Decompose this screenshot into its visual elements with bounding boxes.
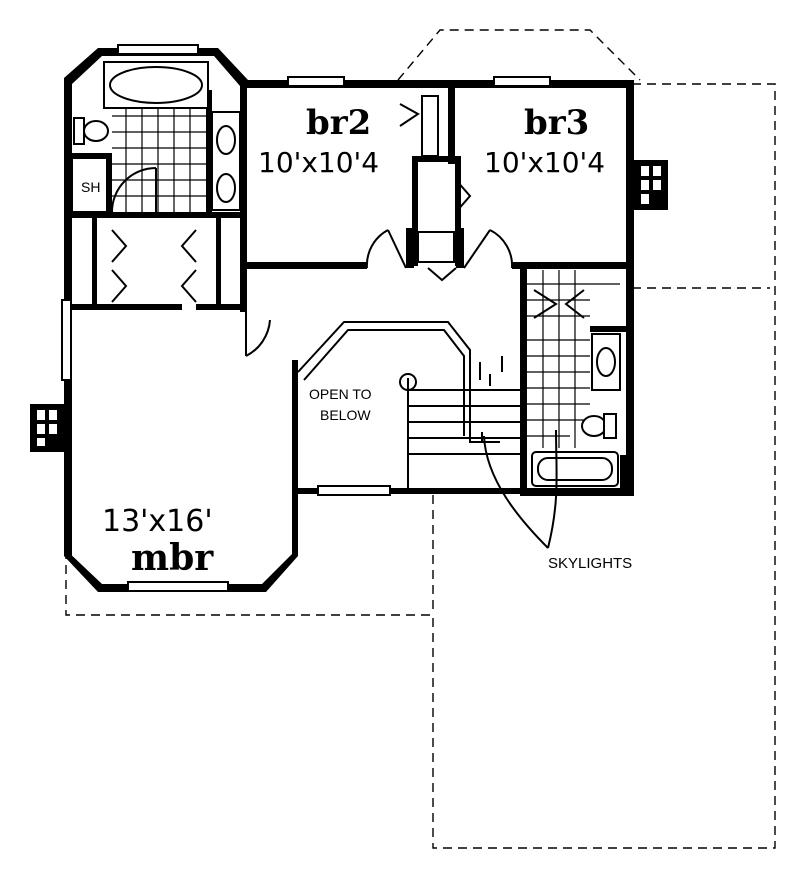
hall-bath-toilet <box>581 413 617 439</box>
br2-size: 10'x10'4 <box>258 146 379 179</box>
stair-rail <box>297 321 500 443</box>
hall-bath-sink <box>596 347 616 377</box>
hall-bath <box>527 270 621 487</box>
open-to-below-line2: BELOW <box>320 407 371 423</box>
hall-bath-tub <box>531 451 619 487</box>
br3-name: br3 <box>524 103 589 143</box>
br3-size: 10'x10'4 <box>484 146 605 179</box>
lower-floor-outline <box>65 29 776 849</box>
sink-bottom <box>216 173 236 203</box>
shower-label: SH <box>81 179 100 195</box>
mbr-name: mbr <box>131 537 214 579</box>
master-toilet <box>73 117 109 145</box>
chimney-left <box>30 404 64 452</box>
skylight-leaders <box>483 429 558 549</box>
skylights-label: SKYLIGHTS <box>548 555 632 572</box>
open-to-below-line1: OPEN TO <box>309 386 372 402</box>
master-bath: SH <box>71 61 241 213</box>
br2-name: br2 <box>306 103 371 143</box>
staircase <box>399 356 520 488</box>
bath-tile-floor <box>112 108 206 212</box>
hall-bath-tile-floor <box>527 270 620 448</box>
doors <box>245 103 585 357</box>
sink-top <box>216 125 236 155</box>
mbr-size: 13'x16' <box>102 504 213 539</box>
bathtub-oval <box>109 66 203 104</box>
chimney-right <box>634 160 668 210</box>
interior-walls <box>72 80 632 496</box>
windows <box>61 44 551 592</box>
closet-doors <box>111 229 197 303</box>
